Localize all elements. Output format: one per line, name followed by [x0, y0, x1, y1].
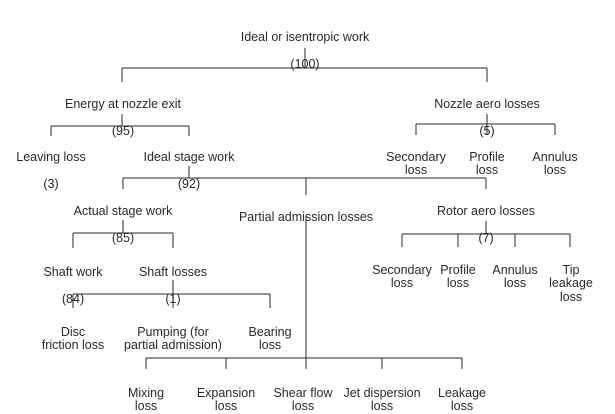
node-label: Pumping (for partial admission) — [124, 324, 222, 352]
node-label: Actual stage work — [73, 203, 173, 218]
node-value: (84) — [61, 291, 85, 306]
node-pumping-loss: Pumping (for partial admission) — [124, 312, 222, 366]
node-label: Bearing loss — [248, 324, 292, 352]
node-label: Energy at nozzle exit — [64, 96, 182, 111]
node-label: Jet dispersion loss — [343, 385, 421, 413]
node-expansion-loss: Expansion loss — [197, 373, 255, 414]
node-value: (92) — [177, 176, 201, 191]
node-rotor-annulus-loss: Annulus loss — [492, 250, 537, 304]
node-label: Mixing loss — [127, 385, 165, 413]
node-energy-at-nozzle-exit: Energy at nozzle exit (95) — [65, 84, 181, 152]
node-label: Ideal stage work — [143, 149, 235, 164]
node-label: Secondary loss — [372, 262, 432, 290]
node-value: (100) — [290, 56, 320, 71]
node-value: (1) — [165, 291, 181, 306]
node-label: Tip leakage loss — [549, 262, 593, 304]
node-nozzle-secondary-loss: Secondary loss — [386, 137, 446, 191]
node-label: Profile loss — [440, 262, 476, 290]
node-tip-leakage-loss: Tip leakage loss — [549, 250, 593, 318]
node-leakage-loss: Leakage loss — [438, 373, 486, 414]
node-rotor-secondary-loss: Secondary loss — [372, 250, 432, 304]
node-label: Annulus loss — [532, 149, 578, 177]
node-value: (7) — [478, 230, 494, 245]
node-value: (3) — [43, 176, 59, 191]
node-shaft-work: Shaft work (84) — [43, 252, 102, 320]
node-label: Disc friction loss — [41, 324, 105, 352]
node-ideal-work: Ideal or isentropic work (100) — [241, 17, 370, 85]
node-label: Leakage loss — [438, 385, 486, 413]
node-label: Profile loss — [469, 149, 505, 177]
node-shaft-losses: Shaft losses (1) — [139, 252, 207, 320]
node-label: Leaving loss — [16, 149, 86, 164]
node-label: Shaft losses — [138, 264, 208, 279]
node-nozzle-aero-losses: Nozzle aero losses (5) — [434, 84, 540, 152]
node-rotor-aero-losses: Rotor aero losses (7) — [437, 191, 535, 259]
node-actual-stage-work: Actual stage work (85) — [74, 191, 173, 259]
node-label: Shear flow loss — [273, 385, 333, 413]
node-label: Rotor aero losses — [437, 203, 535, 218]
node-nozzle-profile-loss: Profile loss — [469, 137, 504, 191]
node-label: Annulus loss — [492, 262, 538, 290]
node-bearing-loss: Bearing loss — [248, 312, 291, 366]
node-label: Shaft work — [43, 264, 103, 279]
node-leaving-loss: Leaving loss (3) — [16, 137, 86, 205]
node-value: (85) — [111, 230, 135, 245]
node-nozzle-annulus-loss: Annulus loss — [532, 137, 577, 191]
node-rotor-profile-loss: Profile loss — [440, 250, 475, 304]
node-label: Expansion loss — [196, 385, 256, 413]
node-label: Ideal or isentropic work — [240, 29, 370, 44]
node-mixing-loss: Mixing loss — [128, 373, 164, 414]
node-shear-flow-loss: Shear flow loss — [273, 373, 332, 414]
node-value: (95) — [111, 123, 135, 138]
node-value: (5) — [479, 123, 495, 138]
node-partial-admission-losses: Partial admission losses — [239, 197, 373, 238]
node-label: Secondary loss — [386, 149, 446, 177]
node-jet-dispersion-loss: Jet dispersion loss — [343, 373, 420, 414]
node-label: Partial admission losses — [238, 209, 374, 224]
node-disc-friction-loss: Disc friction loss — [42, 312, 105, 366]
node-label: Nozzle aero losses — [434, 96, 540, 111]
node-ideal-stage-work: Ideal stage work (92) — [143, 137, 234, 205]
